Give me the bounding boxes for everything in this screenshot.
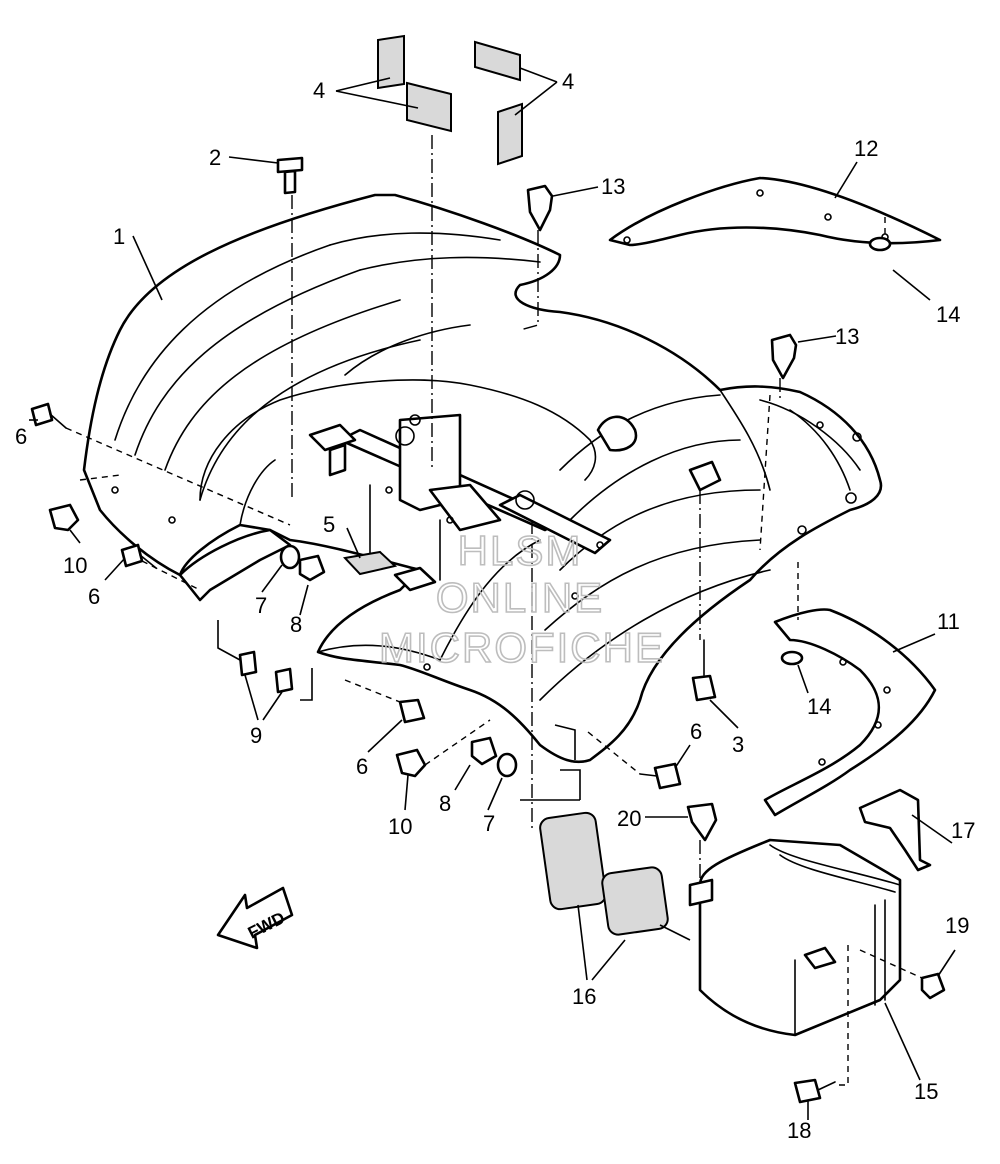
side-skirt [178, 528, 292, 602]
callout-5: 5 [323, 512, 335, 537]
callout-18-label: 18 [787, 1118, 811, 1143]
callout-13b: 13 [835, 324, 859, 349]
assembly-lines [65, 135, 923, 1086]
callout-8a: 8 [290, 612, 302, 637]
callout-4b: 4 [562, 69, 574, 94]
taillight-part-15 [688, 838, 902, 1037]
callout-20: 20 [617, 806, 641, 831]
callout-11: 11 [937, 609, 960, 634]
fender-frame-bracket [308, 413, 612, 592]
callout-10a: 10 [63, 553, 87, 578]
callout-6d: 6 [690, 719, 702, 744]
callout-6c: 6 [356, 754, 368, 779]
callout-8b: 8 [439, 791, 451, 816]
callout-7a: 7 [255, 593, 267, 618]
pad-part-5 [342, 550, 398, 576]
rear-fender-part-1 [82, 193, 883, 764]
callout-14a: 14 [936, 302, 960, 327]
mud-flap-part-12 [608, 176, 942, 247]
bracket-part-17 [858, 788, 932, 872]
callout-13a: 13 [601, 174, 625, 199]
callout-1: 1 [113, 224, 125, 249]
label-pads-part-4 [377, 34, 523, 166]
callout-6b: 6 [88, 584, 100, 609]
watermark: HLSM ONLINE MICROFICHE [378, 526, 665, 672]
watermark-line-1: HLSM [458, 527, 583, 574]
callout-7b: 7 [483, 811, 495, 836]
forward-direction-arrow: FWD [216, 886, 294, 950]
callout-2: 2 [209, 145, 221, 170]
mud-flap-part-11 [763, 608, 937, 817]
callout-6a: 6 [15, 424, 27, 449]
callout-3: 3 [732, 732, 744, 757]
callout-14b: 14 [807, 694, 831, 719]
callout-leaders [29, 67, 956, 1120]
callout-9: 9 [250, 723, 262, 748]
reflector-pads-part-16 [539, 811, 669, 936]
callout-18: 19 [945, 913, 969, 938]
callout-4a: 4 [313, 78, 325, 103]
callout-12: 12 [854, 136, 878, 161]
callout-10b: 10 [388, 814, 412, 839]
callout-16: 16 [572, 984, 596, 1009]
watermark-line-3: MICROFICHE [379, 624, 665, 671]
watermark-line-2: ONLINE [436, 574, 604, 621]
fasteners [30, 156, 946, 1104]
callout-numbers: 1 2 3 4 4 5 6 6 6 6 7 7 8 8 9 10 10 11 1… [15, 69, 975, 1143]
callout-17: 17 [951, 818, 975, 843]
callout-15: 15 [914, 1079, 938, 1104]
